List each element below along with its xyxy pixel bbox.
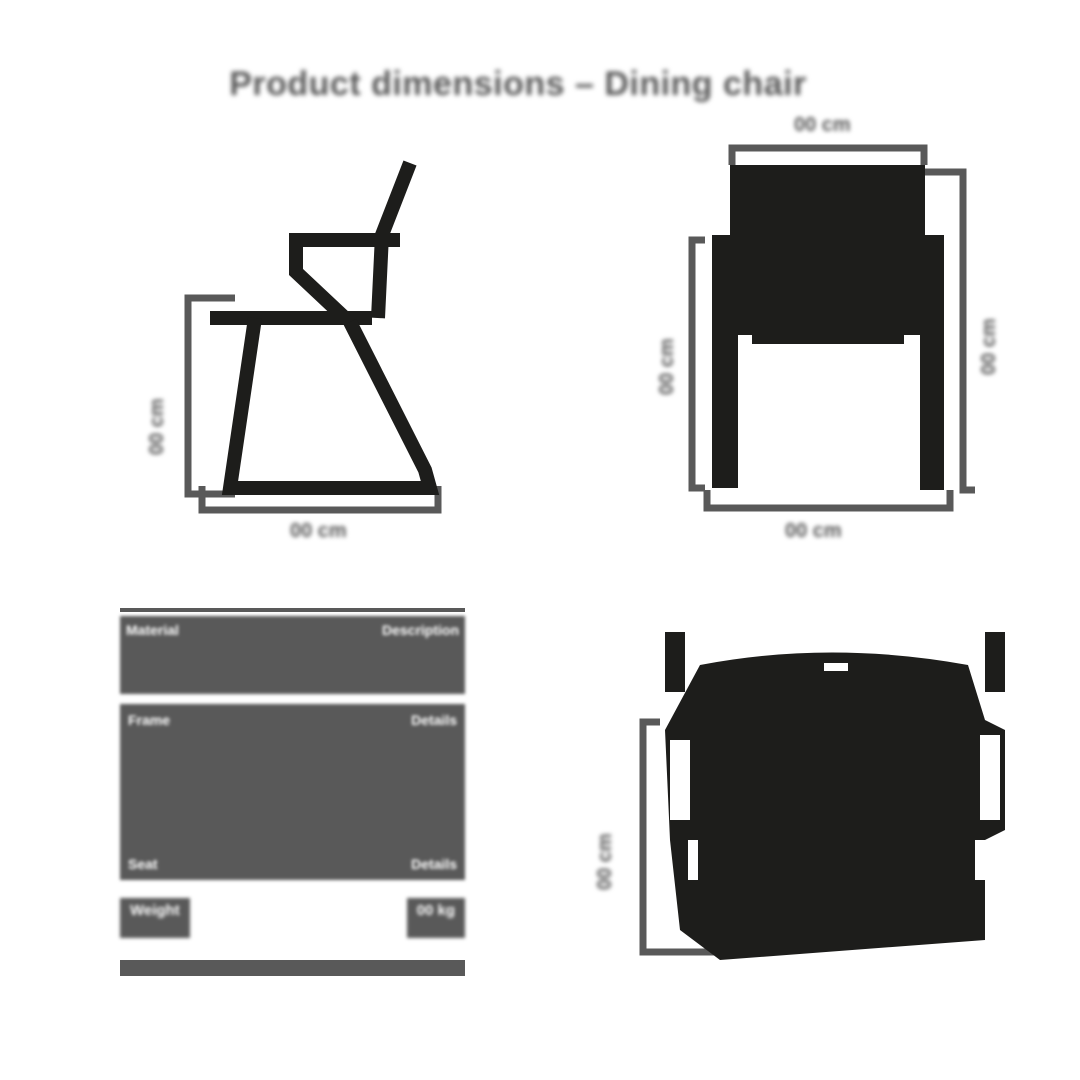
top-depth-label: 00 cm [594, 833, 616, 890]
front-view-drawing [688, 144, 975, 512]
front-seat-height-label: 00 cm [656, 338, 678, 395]
spec-table: Material Description Frame Details Seat … [120, 608, 465, 976]
spec-key: Weight [120, 898, 190, 938]
page-title: Product dimensions – Dining chair [229, 64, 807, 103]
spec-row: Frame Details Seat Details [120, 704, 465, 880]
top-view-drawing [639, 632, 1005, 960]
front-width-top-label: 00 cm [794, 114, 851, 136]
side-view-drawing [184, 160, 442, 514]
spec-value: 00 kg [406, 898, 465, 938]
spec-value: Description [381, 622, 459, 638]
spec-row: Weight 00 kg [120, 898, 465, 938]
spec-value: Details [411, 712, 457, 728]
side-height-label: 00 cm [146, 398, 168, 455]
spec-value: Details [411, 856, 457, 872]
front-total-height-label: 00 cm [978, 318, 1000, 375]
side-depth-label: 00 cm [290, 520, 347, 542]
spec-footer-bar [120, 960, 465, 976]
spec-key: Material [126, 622, 179, 638]
front-width-bottom-label: 00 cm [785, 520, 842, 542]
spec-key: Seat [128, 856, 158, 872]
spec-key: Frame [128, 712, 171, 728]
spec-row: Material Description [120, 616, 465, 694]
